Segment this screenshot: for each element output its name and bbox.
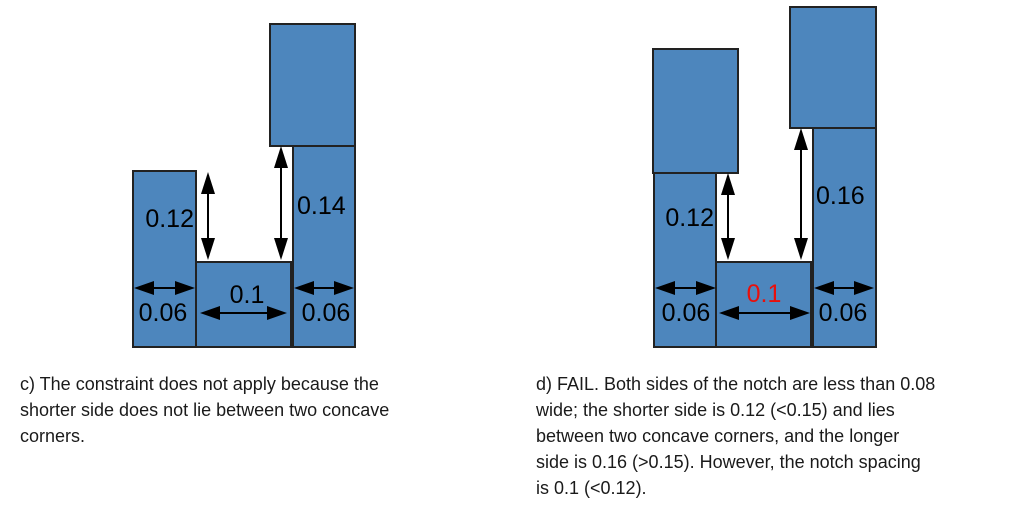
d-notch-spacing-label: 0.1 xyxy=(747,280,782,308)
c-top-block-shape xyxy=(269,23,356,147)
d-right-side-height-arrow xyxy=(794,128,808,260)
c-notch-bottom-shape xyxy=(195,261,292,348)
d-left-side-height-label: 0.12 xyxy=(665,204,714,232)
c-left-side-height-arrow xyxy=(201,172,215,260)
caption-d: d) FAIL. Both sides of the notch are les… xyxy=(536,374,936,498)
d-right-side-height-label: 0.16 xyxy=(816,182,865,210)
d-left-side-height-arrow xyxy=(721,173,735,260)
d-left-width-label: 0.06 xyxy=(662,299,711,327)
c-right-side-height-label: 0.14 xyxy=(297,192,346,220)
c-left-side-height-label: 0.12 xyxy=(145,205,194,233)
d-left-width-arrow xyxy=(655,281,716,295)
c-right-side-height-arrow xyxy=(274,146,288,260)
c-right-width-label: 0.06 xyxy=(302,299,351,327)
diagrams-canvas: 0.12 0.14 0.1 0.06 0.06 xyxy=(132,6,877,348)
diagram-c: 0.12 0.14 0.1 0.06 0.06 xyxy=(132,23,356,348)
diagram-d: 0.12 0.16 0.1 0.06 0.06 xyxy=(652,6,877,348)
d-right-width-label: 0.06 xyxy=(819,299,868,327)
c-left-column-shape xyxy=(132,170,197,348)
c-notch-spacing-arrow xyxy=(200,306,287,320)
c-notch-spacing-label: 0.1 xyxy=(230,281,265,309)
c-left-width-label: 0.06 xyxy=(139,299,188,327)
d-top-left-block-shape xyxy=(652,48,739,174)
c-right-width-arrow xyxy=(294,281,354,295)
d-right-width-arrow xyxy=(814,281,874,295)
c-left-width-arrow xyxy=(134,281,195,295)
caption-c: c) The constraint does not apply because… xyxy=(20,374,390,446)
d-left-column-shape xyxy=(653,172,717,348)
d-top-right-block-shape xyxy=(789,6,877,129)
d-notch-spacing-arrow xyxy=(719,306,810,320)
d-notch-bottom-shape xyxy=(715,261,812,348)
